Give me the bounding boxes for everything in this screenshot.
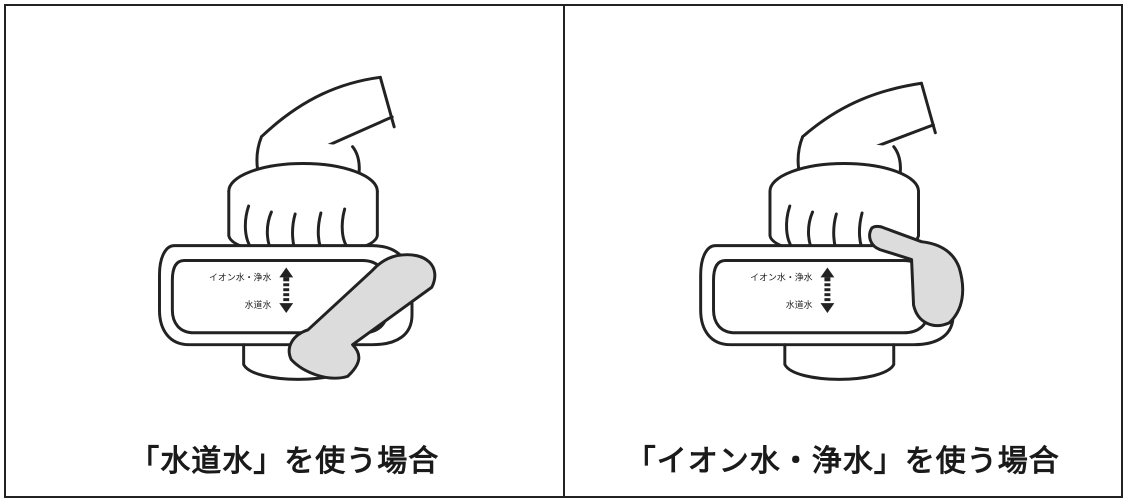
direction-arrow-icon xyxy=(279,267,294,313)
faucet-illustration-tap-water: イオン水・浄水 水道水 xyxy=(157,75,437,381)
direction-arrow-icon xyxy=(819,267,834,313)
label-ion-purified-water: イオン水・浄水 xyxy=(209,271,271,283)
label-tap-water: 水道水 xyxy=(245,299,272,311)
panel-ion-purified-water: イオン水・浄水 水道水 「イオン水・浄水」を使う場合 xyxy=(565,6,1122,496)
diagram-frame: イオン水・浄水 水道水 「水道水」を使う場合 xyxy=(4,4,1123,498)
lever-handle xyxy=(867,224,964,328)
label-tap-water: 水道水 xyxy=(785,299,812,311)
label-ion-purified-water: イオン水・浄水 xyxy=(750,271,812,283)
caption-tap-water: 「水道水」を使う場合 xyxy=(129,444,440,479)
panel-tap-water: イオン水・浄水 水道水 「水道水」を使う場合 xyxy=(6,6,565,496)
caption-ion-purified-water: 「イオン水・浄水」を使う場合 xyxy=(625,444,1060,479)
lever-handle xyxy=(287,253,437,380)
faucet-illustration-ion-purified-water: イオン水・浄水 水道水 xyxy=(698,81,964,381)
